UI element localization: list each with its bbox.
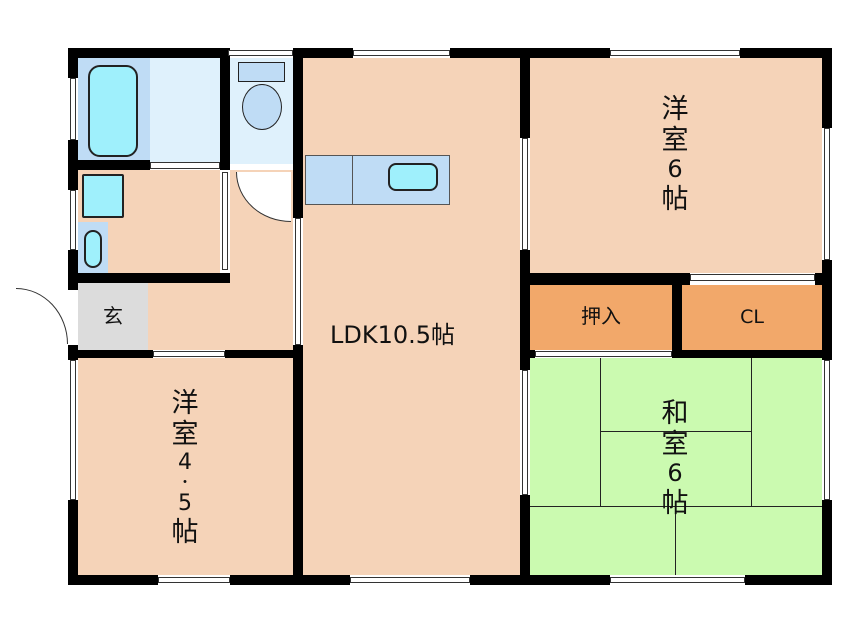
entrance-label: 玄 [103, 304, 123, 328]
wall [68, 48, 78, 78]
wall [740, 48, 832, 58]
wall [230, 575, 350, 585]
tatami-line [530, 506, 822, 507]
wall [672, 273, 682, 358]
wall [822, 260, 832, 360]
toilet-bowl-icon [242, 84, 282, 130]
oshiire-label: 押入 [581, 304, 621, 328]
wall [520, 48, 530, 138]
wall [220, 48, 230, 170]
wall [293, 48, 303, 218]
sliding-door [222, 172, 228, 270]
window [350, 577, 470, 583]
western-room-4-5-label: 洋 室 4 ・ 5 帖 [171, 388, 199, 548]
window [70, 78, 76, 140]
western-room-6 [530, 58, 822, 273]
wall [293, 345, 303, 585]
wall [822, 48, 832, 128]
hallway-lower [148, 283, 293, 350]
western-room-4-5 [78, 358, 293, 575]
wall [225, 350, 300, 358]
window [353, 50, 450, 56]
wall [68, 350, 153, 358]
wall [68, 250, 78, 290]
oshiire-storage [530, 285, 672, 350]
tatami-line [600, 431, 751, 432]
wall [68, 273, 230, 283]
closet [682, 285, 822, 350]
western-room-6-label: 洋 室 6 帖 [661, 94, 689, 215]
sink-icon [84, 230, 102, 268]
tatami-line [600, 358, 601, 506]
window [70, 190, 76, 250]
wall [745, 575, 832, 585]
window [158, 577, 230, 583]
entrance [78, 283, 148, 350]
window [610, 577, 745, 583]
wall [450, 48, 610, 58]
wall [822, 500, 832, 585]
sliding-door [153, 351, 225, 357]
wall [68, 48, 228, 58]
wall [520, 273, 690, 285]
bathtub-icon [88, 65, 138, 157]
window [824, 128, 830, 260]
counter-divider [352, 155, 353, 205]
wall [293, 48, 353, 58]
ldk-label: LDK10.5帖 [330, 321, 456, 349]
wall [68, 500, 78, 585]
kitchen-sink-icon [388, 163, 438, 191]
sliding-door [522, 370, 528, 495]
window [610, 50, 740, 56]
bath-wash-area [150, 58, 220, 162]
sliding-door [522, 138, 528, 250]
window [824, 360, 830, 500]
wall [520, 350, 535, 358]
wall [470, 575, 610, 585]
ldk [303, 58, 520, 575]
sliding-door [295, 218, 301, 345]
japanese-room-6-label: 和 室 6 帖 [661, 398, 689, 519]
wall [672, 350, 832, 358]
washing-machine-icon [82, 174, 124, 218]
closet-label: CL [740, 306, 764, 328]
wall [68, 160, 150, 170]
tatami-line [751, 358, 752, 506]
wall [68, 575, 158, 585]
entry-door-icon [16, 288, 68, 344]
window [70, 360, 76, 500]
japanese-room-6 [530, 358, 822, 575]
sliding-door [690, 274, 815, 281]
sliding-door [535, 351, 672, 357]
wall [520, 250, 530, 370]
wall [520, 495, 530, 585]
tatami-line [675, 506, 676, 575]
toilet-tank-icon [238, 62, 285, 82]
window [228, 50, 293, 56]
wall [815, 273, 832, 285]
sliding-door [150, 162, 220, 169]
